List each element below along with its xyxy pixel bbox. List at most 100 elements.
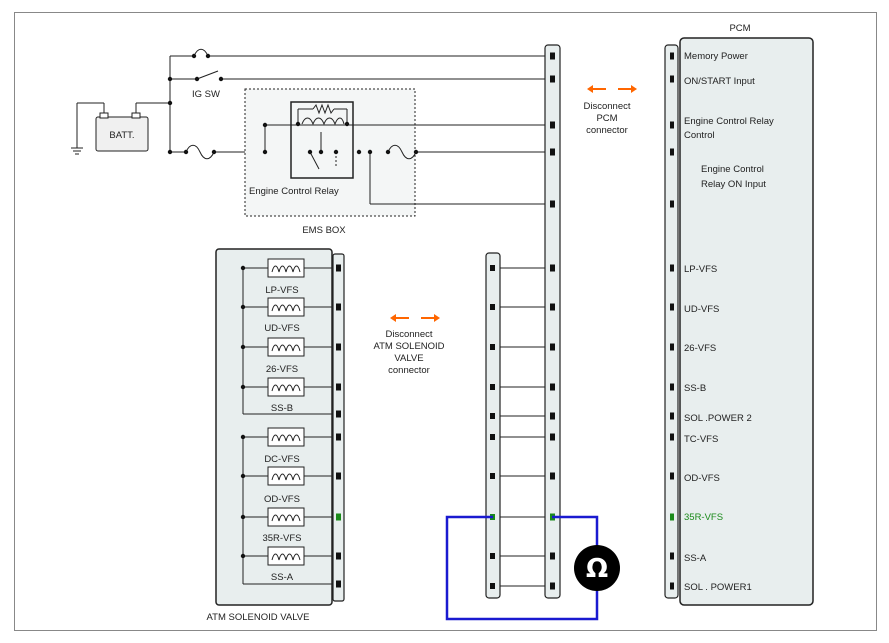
junction-dot [167, 149, 173, 155]
junction-dot [318, 149, 324, 155]
pcm-harness-pin [550, 148, 555, 156]
solenoid-26-vfs: 26-VFS [240, 337, 336, 375]
pcm-harness-pin [550, 52, 555, 60]
atm-harness-pin [490, 473, 495, 479]
terminal-dot [191, 53, 197, 59]
junction-dot [307, 149, 313, 155]
solenoid-35r-vfs: 35R-VFS [240, 507, 336, 544]
engine-control-relay-label: Engine Control Relay [249, 186, 339, 197]
atm-harness-pin [490, 265, 495, 271]
solenoid-lp-vfs: LP-VFS [240, 258, 336, 296]
ohmmeter-icon [574, 545, 620, 591]
pcm-pin-memory-power [670, 52, 674, 60]
atm-harness-pin [490, 384, 495, 390]
atm-valve-pin [336, 433, 341, 441]
pcm-harness-pin [550, 433, 555, 441]
pcm-harness-pin [550, 552, 555, 560]
solenoid-label: SS-B [271, 403, 293, 414]
solenoid-od-vfs: OD-VFS [240, 466, 336, 505]
pcm-box [679, 37, 814, 606]
junction-dot [262, 149, 268, 155]
solenoid-ss-a: SS-A [240, 546, 336, 583]
pcm-harness-pin [550, 75, 555, 83]
pcm-pin-label-engine-control-relay-control: Control [684, 130, 715, 141]
junction-dot [240, 265, 246, 271]
junction-dot [295, 121, 301, 127]
junction-dot [240, 553, 246, 559]
pcm-pin-label-memory-power: Memory Power [684, 51, 748, 62]
pcm-pin-label-ud-vfs: UD-VFS [684, 304, 719, 315]
pcm-pin-sol-power-2 [670, 412, 674, 420]
junction-dot [356, 149, 362, 155]
pcm-pin-label-od-vfs: OD-VFS [684, 473, 720, 484]
junction-dot [240, 384, 246, 390]
junction-dot [240, 514, 246, 520]
atm-harness-pin [490, 553, 495, 559]
pcm-pin-ss-b [670, 383, 674, 391]
pcm-pin-label-engine-control-relay-on-input: Engine Control [701, 164, 764, 175]
atm-valve-pin [336, 303, 341, 311]
atm-valve-pin [336, 552, 341, 560]
battery-label: BATT. [109, 130, 134, 141]
solenoid-label: UD-VFS [264, 323, 299, 334]
svg-text:ATM SOLENOID: ATM SOLENOID [373, 341, 444, 352]
pcm-pin-35r-vfs [670, 513, 674, 521]
junction-dot [167, 76, 173, 82]
atm-harness-pin [490, 583, 495, 589]
svg-text:connector: connector [586, 125, 628, 136]
pcm-harness-pin [550, 264, 555, 272]
pcm-pin-label-sol-power-2: SOL .POWER 2 [684, 413, 752, 424]
diagram-dynamic-layer: LP-VFSUD-VFS26-VFSSS-BDC-VFSOD-VFS35R-VF… [167, 53, 419, 583]
solenoid-label: 26-VFS [266, 364, 298, 375]
solenoid-ss-b: SS-B [240, 377, 336, 414]
atm-valve-pin [336, 264, 341, 272]
pcm-pin-label-tc-vfs: TC-VFS [684, 434, 718, 445]
pcm-pin-label-lp-vfs: LP-VFS [684, 264, 717, 275]
atm-disconnect-arrows-icon [390, 314, 440, 322]
svg-text:VALVE: VALVE [394, 353, 423, 364]
pcm-pin-engine-control-relay-control [670, 121, 674, 129]
atm-harness-connector [485, 252, 501, 599]
meter-probe-loop [445, 515, 599, 621]
pcm-title: PCM [729, 23, 750, 34]
atm-harness-pin [490, 304, 495, 310]
pcm-pin-label-26-vfs: 26-VFS [684, 343, 716, 354]
ohm-symbol: Ω [586, 554, 608, 584]
ig-switch-label: IG SW [192, 89, 220, 100]
pcm-pin-sol-power1 [670, 582, 674, 590]
terminal-dot [385, 149, 391, 155]
atm-valve-pin [336, 343, 341, 351]
solenoid-label: SS-A [271, 572, 294, 583]
svg-text:Disconnect: Disconnect [386, 329, 433, 340]
junction-dot [240, 304, 246, 310]
junction-dot [167, 100, 173, 106]
pcm-pin-ud-vfs [670, 303, 674, 311]
pcm-pin-label-engine-control-relay-control: Engine Control Relay [684, 116, 774, 127]
pcm-pin-ss-a [670, 552, 674, 560]
pcm-pin-label-ss-b: SS-B [684, 383, 706, 394]
pcm-harness-pin [550, 582, 555, 590]
atm-valve-pin [336, 472, 341, 480]
terminal-dot [205, 53, 211, 59]
junction-dot [240, 344, 246, 350]
pcm-harness-connector [544, 44, 561, 599]
solenoid-label: OD-VFS [264, 494, 300, 505]
atm-harness-pin [490, 434, 495, 440]
solenoid-label: 35R-VFS [262, 533, 301, 544]
atm-valve-connector [332, 253, 345, 602]
diagram-frame [14, 12, 877, 631]
ems-box-label: EMS BOX [302, 225, 346, 236]
pcm-pin-od-vfs [670, 472, 674, 480]
pcm-harness-pin [550, 383, 555, 391]
pcm-pin-on-start-input [670, 75, 674, 83]
pcm-harness-pin [550, 303, 555, 311]
pcm-harness-pin [550, 121, 555, 129]
junction-dot [344, 121, 350, 127]
pcm-pin-label-on-start-input: ON/START Input [684, 76, 755, 87]
junction-dot [240, 473, 246, 479]
atm-valve-label: ATM SOLENOID VALVE [207, 612, 310, 623]
pcm-disconnect-arrows-icon [587, 85, 637, 93]
